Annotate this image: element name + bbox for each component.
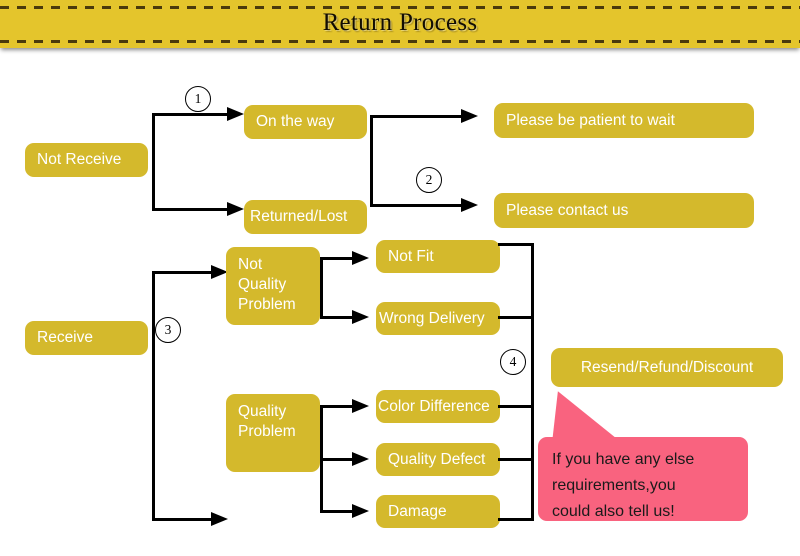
connector-merge-damage: [498, 518, 534, 521]
connector-receive-top-branch: [152, 271, 217, 274]
node-on-the-way[interactable]: On the way: [244, 105, 367, 139]
node-quality-problem[interactable]: Quality Problem: [226, 394, 320, 472]
node-returned-lost[interactable]: Returned/Lost: [244, 200, 367, 234]
connector-to-color-difference: [320, 405, 356, 408]
connector-to-wrong-delivery: [320, 316, 356, 319]
connector-receive-bottom-branch: [152, 518, 217, 521]
note-bubble: If you have any else requirements,you co…: [538, 437, 748, 521]
connector-merge-quality-defect: [498, 458, 534, 461]
connector-receive-split-vertical: [152, 271, 155, 521]
arrowhead-to-returned-lost: [227, 202, 244, 216]
connector-merge-wrong-delivery: [498, 316, 534, 319]
arrowhead-to-not-quality-problem: [211, 265, 228, 279]
page-header-banner: Return Process: [0, 0, 800, 48]
node-color-difference[interactable]: Color Difference: [376, 390, 500, 423]
node-quality-defect[interactable]: Quality Defect: [376, 443, 500, 476]
arrowhead-to-damage: [352, 504, 369, 518]
node-please-be-patient-to-wait[interactable]: Please be patient to wait: [494, 103, 754, 138]
arrowhead-to-on-the-way: [227, 107, 244, 121]
connector-not-receive-outcome-vertical: [370, 115, 373, 207]
note-bubble-line-1: If you have any else: [552, 451, 695, 468]
arrowhead-to-quality-defect: [352, 452, 369, 466]
arrowhead-to-not-fit: [352, 251, 369, 265]
connector-to-not-fit: [320, 257, 356, 260]
connector-not-receive-top-branch: [152, 113, 234, 116]
arrowhead-to-color-difference: [352, 399, 369, 413]
connector-not-receive-split-vertical: [152, 113, 155, 211]
connector-merge-not-fit: [498, 243, 534, 246]
note-bubble-line-2: requirements,you: [552, 476, 676, 494]
step-marker-3: 3: [155, 317, 181, 343]
arrowhead-to-please-contact-us: [461, 198, 478, 212]
connector-to-please-contact-us: [370, 204, 468, 207]
arrowhead-to-please-be-patient: [461, 109, 478, 123]
node-not-fit[interactable]: Not Fit: [376, 240, 500, 273]
connector-to-quality-defect: [320, 458, 356, 461]
arrowhead-to-wrong-delivery: [352, 310, 369, 324]
step-marker-4: 4: [500, 349, 526, 375]
flowchart-canvas: Not Receive 1 On the way Returned/Lost 2…: [0, 48, 800, 556]
connector-resolution-merge-vertical: [531, 243, 534, 521]
node-damage[interactable]: Damage: [376, 495, 500, 528]
note-bubble-line-3: could also tell us!: [552, 502, 675, 520]
connector-merge-color-difference: [498, 405, 534, 408]
node-not-receive[interactable]: Not Receive: [25, 143, 148, 177]
connector-not-receive-bottom-branch: [152, 208, 234, 211]
arrowhead-to-quality-problem: [211, 512, 228, 526]
node-please-contact-us[interactable]: Please contact us: [494, 193, 754, 228]
node-receive[interactable]: Receive: [25, 321, 148, 355]
connector-to-please-be-patient: [370, 115, 468, 118]
step-marker-2: 2: [416, 167, 442, 193]
node-wrong-delivery[interactable]: Wrong Delivery: [376, 302, 500, 335]
node-resend-refund-discount[interactable]: Resend/Refund/Discount: [551, 348, 783, 387]
connector-not-quality-reasons-vertical: [320, 257, 323, 319]
page-title: Return Process: [322, 9, 478, 36]
node-not-quality-problem[interactable]: Not Quality Problem: [226, 247, 320, 325]
step-marker-1: 1: [185, 86, 211, 112]
connector-to-damage: [320, 510, 356, 513]
